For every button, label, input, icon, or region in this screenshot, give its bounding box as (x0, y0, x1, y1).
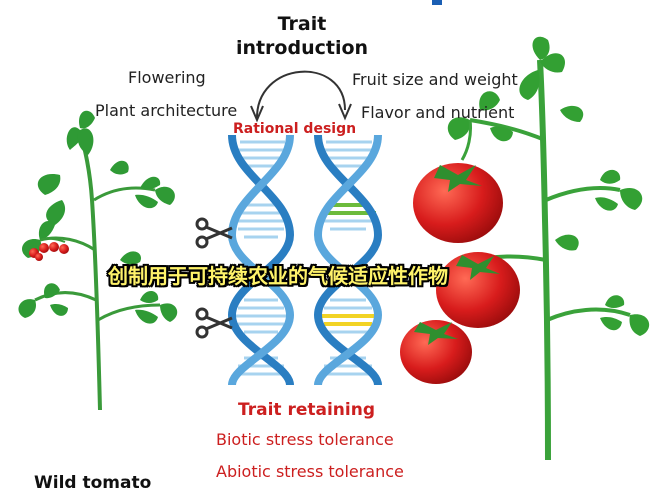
chinese-caption: 创制用于可持续农业的气候适应性作物 (108, 264, 448, 288)
left-trait-plant-architecture: Plant architecture (95, 101, 238, 120)
left-trait-flowering: Flowering (128, 68, 206, 87)
scissors-icon (195, 307, 233, 339)
dna-helix-right (313, 134, 383, 386)
wild-tomato-plant (18, 110, 178, 411)
curved-arrow-icon (250, 70, 352, 123)
right-trait-fruit-size: Fruit size and weight (352, 70, 518, 89)
cropped-mark (432, 0, 442, 5)
rational-design-label: Rational design (233, 121, 357, 137)
trait-introduction-title: Trait introduction (235, 13, 369, 59)
trait-retaining-title: Trait retaining (238, 400, 375, 420)
abiotic-stress-item: Abiotic stress tolerance (216, 462, 404, 481)
edited-region-yellow (322, 314, 376, 326)
wild-tomato-label: Wild tomato (34, 473, 152, 493)
scissors-icon (195, 217, 233, 249)
biotic-stress-item: Biotic stress tolerance (216, 430, 394, 449)
ripe-tomatoes (400, 119, 520, 384)
dna-helix-left (227, 134, 295, 386)
cherry-tomatoes (29, 237, 69, 261)
cultivated-tomato-plant (400, 36, 650, 461)
right-trait-flavor: Flavor and nutrient (361, 103, 515, 122)
